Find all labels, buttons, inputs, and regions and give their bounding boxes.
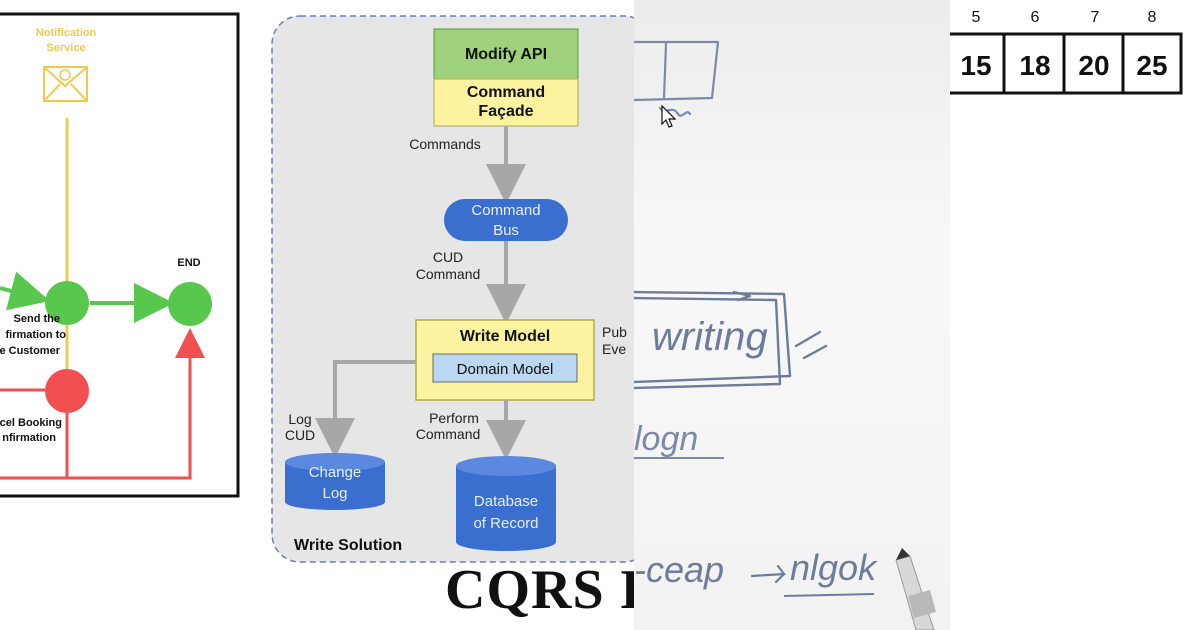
- domain-model-label: Domain Model: [457, 361, 554, 378]
- cqrs-diagram-panel: Modify API Command Façade Commands Comma…: [270, 0, 634, 630]
- change-log-cylinder: [285, 453, 385, 510]
- red-return-arrow: [0, 328, 205, 480]
- command-bus-line1: Command: [471, 202, 540, 219]
- write-solution-boundary: [271, 15, 634, 563]
- array-value-25: 25: [1136, 50, 1167, 81]
- log-cud-line2: CUD: [285, 427, 315, 443]
- envelope-icon: [43, 66, 88, 102]
- cancel-booking-node: [45, 369, 89, 413]
- arrow-into-send: [0, 271, 50, 311]
- send-label-line1: Send the: [14, 313, 60, 325]
- cqrs-caption: CQRS I: [445, 559, 634, 621]
- end-node: [168, 282, 212, 326]
- service-label-line1: Notification: [36, 27, 97, 39]
- hand-drawn-box-middle: [634, 290, 828, 390]
- modify-api-label: Modify API: [465, 46, 547, 63]
- cud-label-line1: CUD: [433, 249, 463, 265]
- array-index-6: 6: [1031, 9, 1040, 26]
- array-panel: 5 6 7 8 15 18 20 25: [950, 0, 1200, 630]
- cqrs-write-diagram: Modify API Command Façade Commands Comma…: [271, 15, 634, 563]
- commands-label: Commands: [409, 136, 481, 152]
- hand-drawn-box-top: [634, 40, 720, 117]
- hand-word-nlogk: nlgok: [790, 547, 878, 588]
- publish-events-line1: Pub: [602, 324, 627, 340]
- array-value-15: 15: [960, 50, 991, 81]
- send-label-line2: firmation to: [6, 329, 67, 341]
- hand-word-logn: logn: [634, 420, 698, 458]
- database-line1: Database: [474, 493, 538, 510]
- hand-arrow: [750, 564, 787, 584]
- send-confirmation-node: [45, 281, 89, 325]
- array-index-7: 7: [1091, 9, 1100, 26]
- write-solution-label: Write Solution: [294, 537, 402, 554]
- change-log-line1: Change: [309, 464, 362, 481]
- service-label-line2: Service: [46, 42, 85, 54]
- command-bus-line2: Bus: [493, 222, 519, 239]
- array-value-20: 20: [1078, 50, 1109, 81]
- perform-command-line2: Command: [416, 426, 481, 442]
- cancel-label-line1: cel Booking: [0, 417, 62, 429]
- array-index-8: 8: [1148, 9, 1157, 26]
- send-label-line3: e Customer: [0, 345, 61, 357]
- whiteboard-sketch: writing logn -ceap nlgok: [634, 40, 936, 630]
- underline-nlogk: [783, 593, 875, 597]
- command-bus-pill: [444, 199, 568, 241]
- array-table: 5 6 7 8 15 18 20 25: [950, 9, 1183, 95]
- whiteboard-panel: writing logn -ceap nlgok: [634, 0, 950, 630]
- hand-word-writing: writing: [652, 315, 768, 359]
- database-line2: of Record: [473, 515, 538, 532]
- database-cylinder: [456, 456, 556, 551]
- domain-model-box: [432, 353, 578, 383]
- write-model-label: Write Model: [460, 328, 550, 345]
- arrow-to-change-log: [315, 360, 416, 458]
- end-label: END: [177, 257, 200, 269]
- cud-label-line2: Command: [416, 266, 481, 282]
- command-facade-line2: Façade: [478, 103, 533, 120]
- mouse-cursor-icon: [661, 104, 677, 128]
- array-value-18: 18: [1019, 50, 1050, 81]
- booking-flowchart: Notification Service END Send the firmat…: [0, 12, 240, 498]
- booking-flowchart-panel: Notification Service END Send the firmat…: [0, 0, 270, 630]
- change-log-line2: Log: [322, 485, 347, 502]
- publish-events-line2: Eve: [602, 341, 626, 357]
- perform-command-line1: Perform: [429, 410, 479, 426]
- log-cud-line1: Log: [288, 411, 311, 427]
- cancel-label-line2: nfirmation: [2, 432, 56, 444]
- command-facade-line1: Command: [467, 84, 545, 101]
- hand-word-heap: -ceap: [634, 549, 724, 590]
- flowchart-frame: [0, 12, 240, 498]
- array-index-5: 5: [972, 9, 981, 26]
- marker-pen: [895, 548, 936, 630]
